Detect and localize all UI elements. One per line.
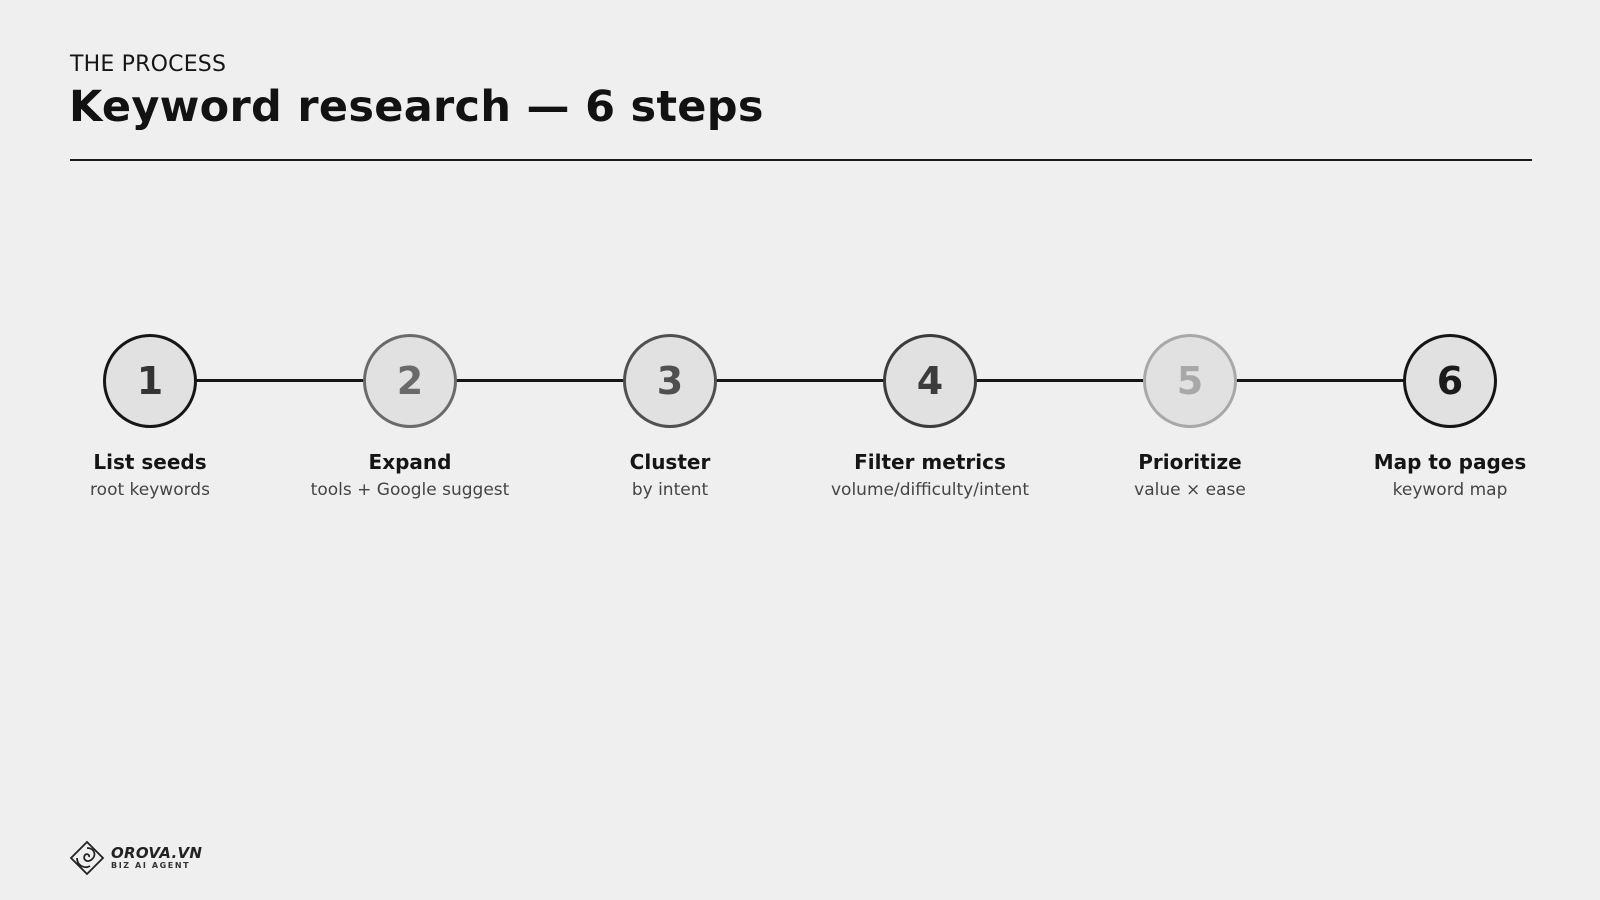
logo-tagline: BIZ AI AGENT bbox=[111, 860, 191, 870]
step-1-number: 1 bbox=[136, 359, 164, 403]
step-2-circle: 2 bbox=[363, 334, 457, 428]
step-4-circle: 4 bbox=[883, 334, 977, 428]
connector-2-3 bbox=[456, 379, 624, 382]
connector-5-6 bbox=[1236, 379, 1404, 382]
step-4-number: 4 bbox=[916, 359, 944, 403]
step-5-circle: 5 bbox=[1143, 334, 1237, 428]
step-5-subtitle: value × ease bbox=[1134, 480, 1246, 500]
step-3-subtitle: by intent bbox=[631, 480, 709, 500]
step-1-label: List seeds bbox=[93, 450, 207, 474]
brand-logo: OROVA.VN BIZ AI AGENT bbox=[69, 840, 202, 876]
logo-text-block: OROVA.VN BIZ AI AGENT bbox=[111, 843, 203, 871]
page-title: Keyword research — 6 steps bbox=[69, 82, 764, 132]
step-4-label: Filter metrics bbox=[854, 450, 1006, 474]
step-1-subtitle: root keywords bbox=[90, 480, 210, 500]
step-5: 5 Prioritize value × ease bbox=[1040, 334, 1340, 500]
step-6-number: 6 bbox=[1436, 359, 1464, 403]
step-1-circle: 1 bbox=[103, 334, 197, 428]
step-1: 1 List seeds root keywords bbox=[0, 334, 300, 500]
step-2-subtitle: tools + Google suggest bbox=[310, 480, 510, 500]
connector-3-4 bbox=[716, 379, 884, 382]
step-3-label: Cluster bbox=[629, 450, 711, 474]
step-5-number: 5 bbox=[1176, 359, 1204, 403]
step-5-label: Prioritize bbox=[1138, 450, 1242, 474]
step-6-circle: 6 bbox=[1403, 334, 1497, 428]
section-eyebrow: THE PROCESS bbox=[70, 52, 227, 77]
orova-diamond-logo-icon bbox=[69, 840, 105, 876]
logo-name: OROVA.VN bbox=[111, 843, 203, 862]
step-2: 2 Expand tools + Google suggest bbox=[260, 334, 560, 500]
connector-1-2 bbox=[196, 379, 364, 382]
step-4-subtitle: volume/difficulty/intent bbox=[830, 480, 1029, 500]
step-6: 6 Map to pages keyword map bbox=[1300, 334, 1600, 500]
title-divider bbox=[70, 159, 1532, 161]
connector-4-5 bbox=[976, 379, 1144, 382]
step-3-circle: 3 bbox=[623, 334, 717, 428]
step-3: 3 Cluster by intent bbox=[520, 334, 820, 500]
step-4: 4 Filter metrics volume/difficulty/inten… bbox=[780, 334, 1080, 500]
step-2-number: 2 bbox=[396, 359, 424, 403]
step-2-label: Expand bbox=[368, 450, 452, 474]
step-6-label: Map to pages bbox=[1373, 450, 1527, 474]
step-6-subtitle: keyword map bbox=[1392, 480, 1508, 500]
step-3-number: 3 bbox=[656, 359, 684, 403]
